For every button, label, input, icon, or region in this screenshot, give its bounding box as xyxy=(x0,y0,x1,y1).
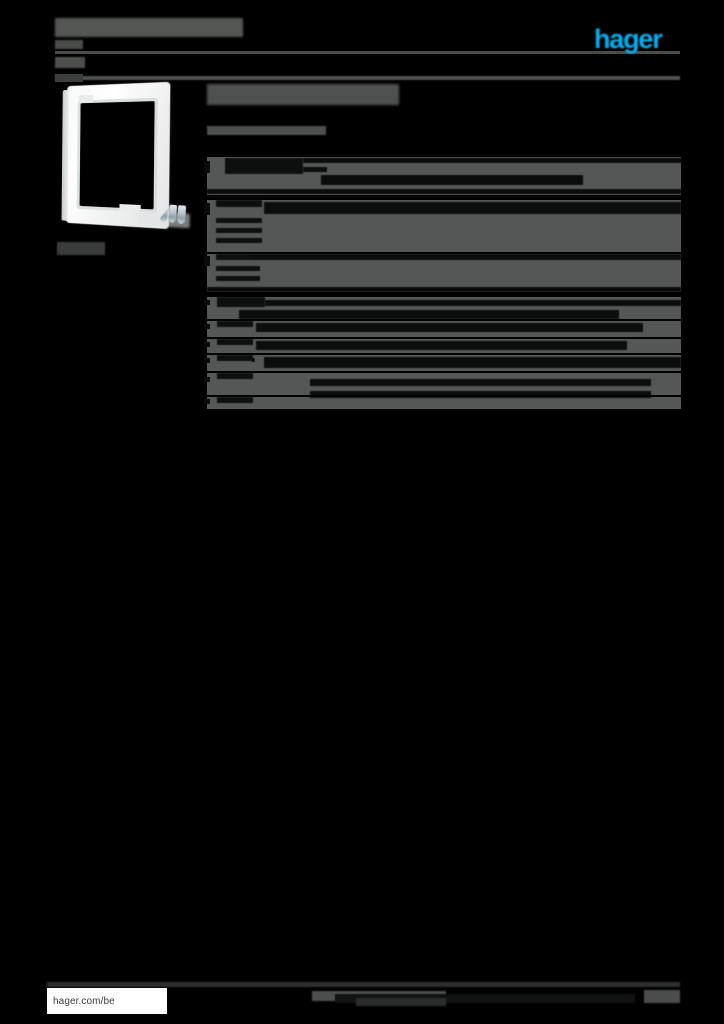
header-rule-band xyxy=(55,38,680,72)
spec-value-text xyxy=(264,202,681,214)
spec-value-text xyxy=(239,310,619,319)
spec-block xyxy=(204,297,681,409)
table-row-content xyxy=(204,373,681,398)
document-subtitle-line-1 xyxy=(55,40,83,49)
clip-item xyxy=(167,204,178,224)
table-row xyxy=(204,371,681,398)
spec-value-text xyxy=(256,341,627,350)
footer-page-number xyxy=(644,990,680,1003)
row-tick-marker xyxy=(204,377,210,382)
page-title xyxy=(207,84,399,105)
spec-label-text xyxy=(216,254,256,260)
spec-value-text xyxy=(310,379,651,386)
spec-value-text xyxy=(303,167,327,172)
footer-note-bar xyxy=(335,994,635,1003)
footer-url-box[interactable]: hager.com/be xyxy=(47,988,167,1014)
hager-logo: hager xyxy=(594,24,680,54)
spec-value-text xyxy=(321,175,583,185)
row-tick-marker xyxy=(204,399,210,404)
clip-item xyxy=(176,205,187,225)
spec-value-text xyxy=(256,323,643,332)
table-row xyxy=(204,395,681,409)
header-divider-cap xyxy=(55,74,83,82)
table-row xyxy=(204,157,682,195)
document-title xyxy=(55,18,243,37)
spec-label-text xyxy=(216,218,262,223)
frame-bevel xyxy=(76,97,158,213)
table-row xyxy=(204,200,681,252)
main-content xyxy=(204,84,682,409)
spec-label-text xyxy=(217,339,253,345)
table-row-content xyxy=(204,321,681,337)
product-reference-caption xyxy=(57,242,105,255)
row-tick-marker xyxy=(204,358,210,363)
spec-label-text xyxy=(216,238,262,243)
spec-label-text xyxy=(217,355,253,361)
page-footer: hager.com/be xyxy=(47,982,680,1016)
spec-label-text xyxy=(217,321,253,327)
page-subtitle xyxy=(207,126,326,135)
spec-label-text xyxy=(216,276,260,281)
page-header xyxy=(55,16,680,82)
header-divider xyxy=(55,76,680,80)
footer-url-text: hager.com/be xyxy=(53,995,115,1007)
table-row-content xyxy=(204,355,681,371)
table-row-content xyxy=(204,254,681,292)
spec-value-text xyxy=(255,254,681,260)
spec-block-gap xyxy=(207,195,681,200)
spec-block xyxy=(204,200,681,292)
row-tick-marker xyxy=(204,203,210,215)
spec-value-text xyxy=(310,391,651,398)
footer-note-secondary xyxy=(356,998,446,1006)
spec-value-text xyxy=(264,357,681,368)
spec-value-text xyxy=(303,158,682,163)
row-tick-marker xyxy=(204,300,210,305)
spec-block-gap xyxy=(207,292,681,297)
product-frame-image xyxy=(61,81,190,233)
table-row xyxy=(204,319,681,337)
table-row xyxy=(204,337,681,353)
specification-table xyxy=(204,135,682,409)
spec-value-text xyxy=(265,300,681,306)
spec-label-text xyxy=(217,297,265,307)
table-row-content xyxy=(204,297,681,319)
spec-label-text xyxy=(216,228,262,233)
table-row-content xyxy=(204,157,682,195)
spec-table-top-gap xyxy=(207,135,681,157)
hager-logo-text: hager xyxy=(594,24,663,54)
document-subtitle-line-2 xyxy=(55,57,85,68)
spec-value-text xyxy=(207,287,681,292)
frame-left-edge xyxy=(61,89,69,221)
spec-label-text xyxy=(225,158,303,174)
table-row xyxy=(204,353,681,371)
spec-block xyxy=(204,157,682,195)
row-tick-marker xyxy=(204,256,210,266)
bullet-icon xyxy=(251,358,255,362)
table-row-content xyxy=(204,200,681,252)
row-tick-marker xyxy=(204,161,210,173)
table-row xyxy=(204,252,681,292)
spec-label-text xyxy=(217,397,253,403)
spec-value-text xyxy=(207,189,681,194)
spec-label-text xyxy=(216,266,260,271)
spec-label-text xyxy=(216,200,262,207)
row-tick-marker xyxy=(204,324,210,329)
row-tick-marker xyxy=(204,342,210,347)
footer-divider xyxy=(47,982,680,987)
table-row-content xyxy=(204,397,681,409)
product-figure xyxy=(56,81,190,256)
table-row-content xyxy=(204,339,681,353)
spec-label-text xyxy=(217,373,253,379)
table-row xyxy=(204,297,681,319)
